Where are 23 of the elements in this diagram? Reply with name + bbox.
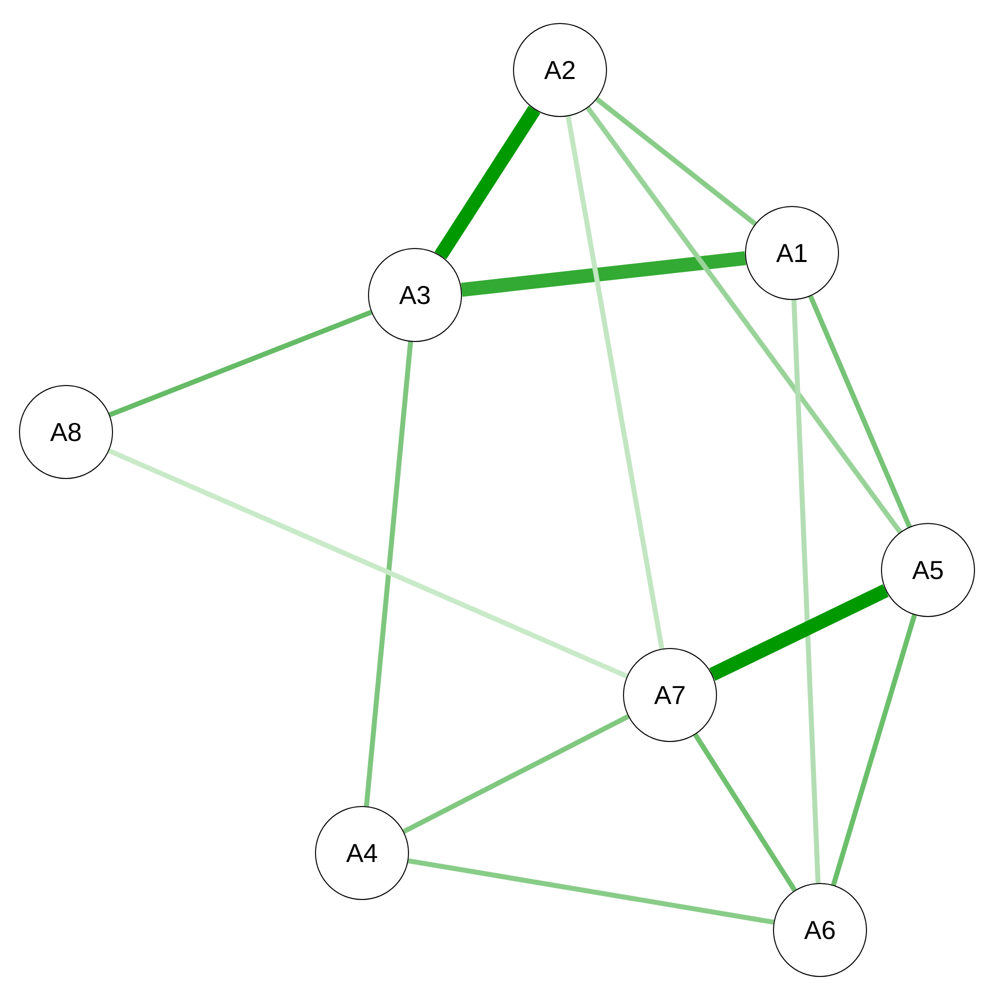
edge-line (595, 97, 757, 226)
node-circle: A4 (315, 806, 409, 900)
edge-line (402, 714, 630, 834)
node-circle: A8 (19, 385, 113, 479)
edge-line (586, 106, 902, 534)
edge-line (460, 251, 746, 297)
node-circle: A3 (368, 248, 462, 342)
node-circle: A5 (881, 523, 975, 617)
node-circle: A6 (773, 883, 867, 977)
edge-line (693, 733, 797, 892)
edge-line (709, 584, 889, 681)
node-circle: A7 (623, 648, 717, 742)
edge-line (808, 295, 912, 528)
edge-line (566, 116, 664, 650)
edge-line (408, 858, 774, 925)
edge-line (364, 342, 414, 806)
edge-line (831, 614, 917, 886)
edge-line (108, 448, 628, 679)
node-circle: A2 (513, 23, 607, 117)
edge-line (108, 310, 372, 418)
edge-line (434, 106, 540, 260)
edge-line (791, 300, 821, 884)
node-circle: A1 (745, 206, 839, 300)
